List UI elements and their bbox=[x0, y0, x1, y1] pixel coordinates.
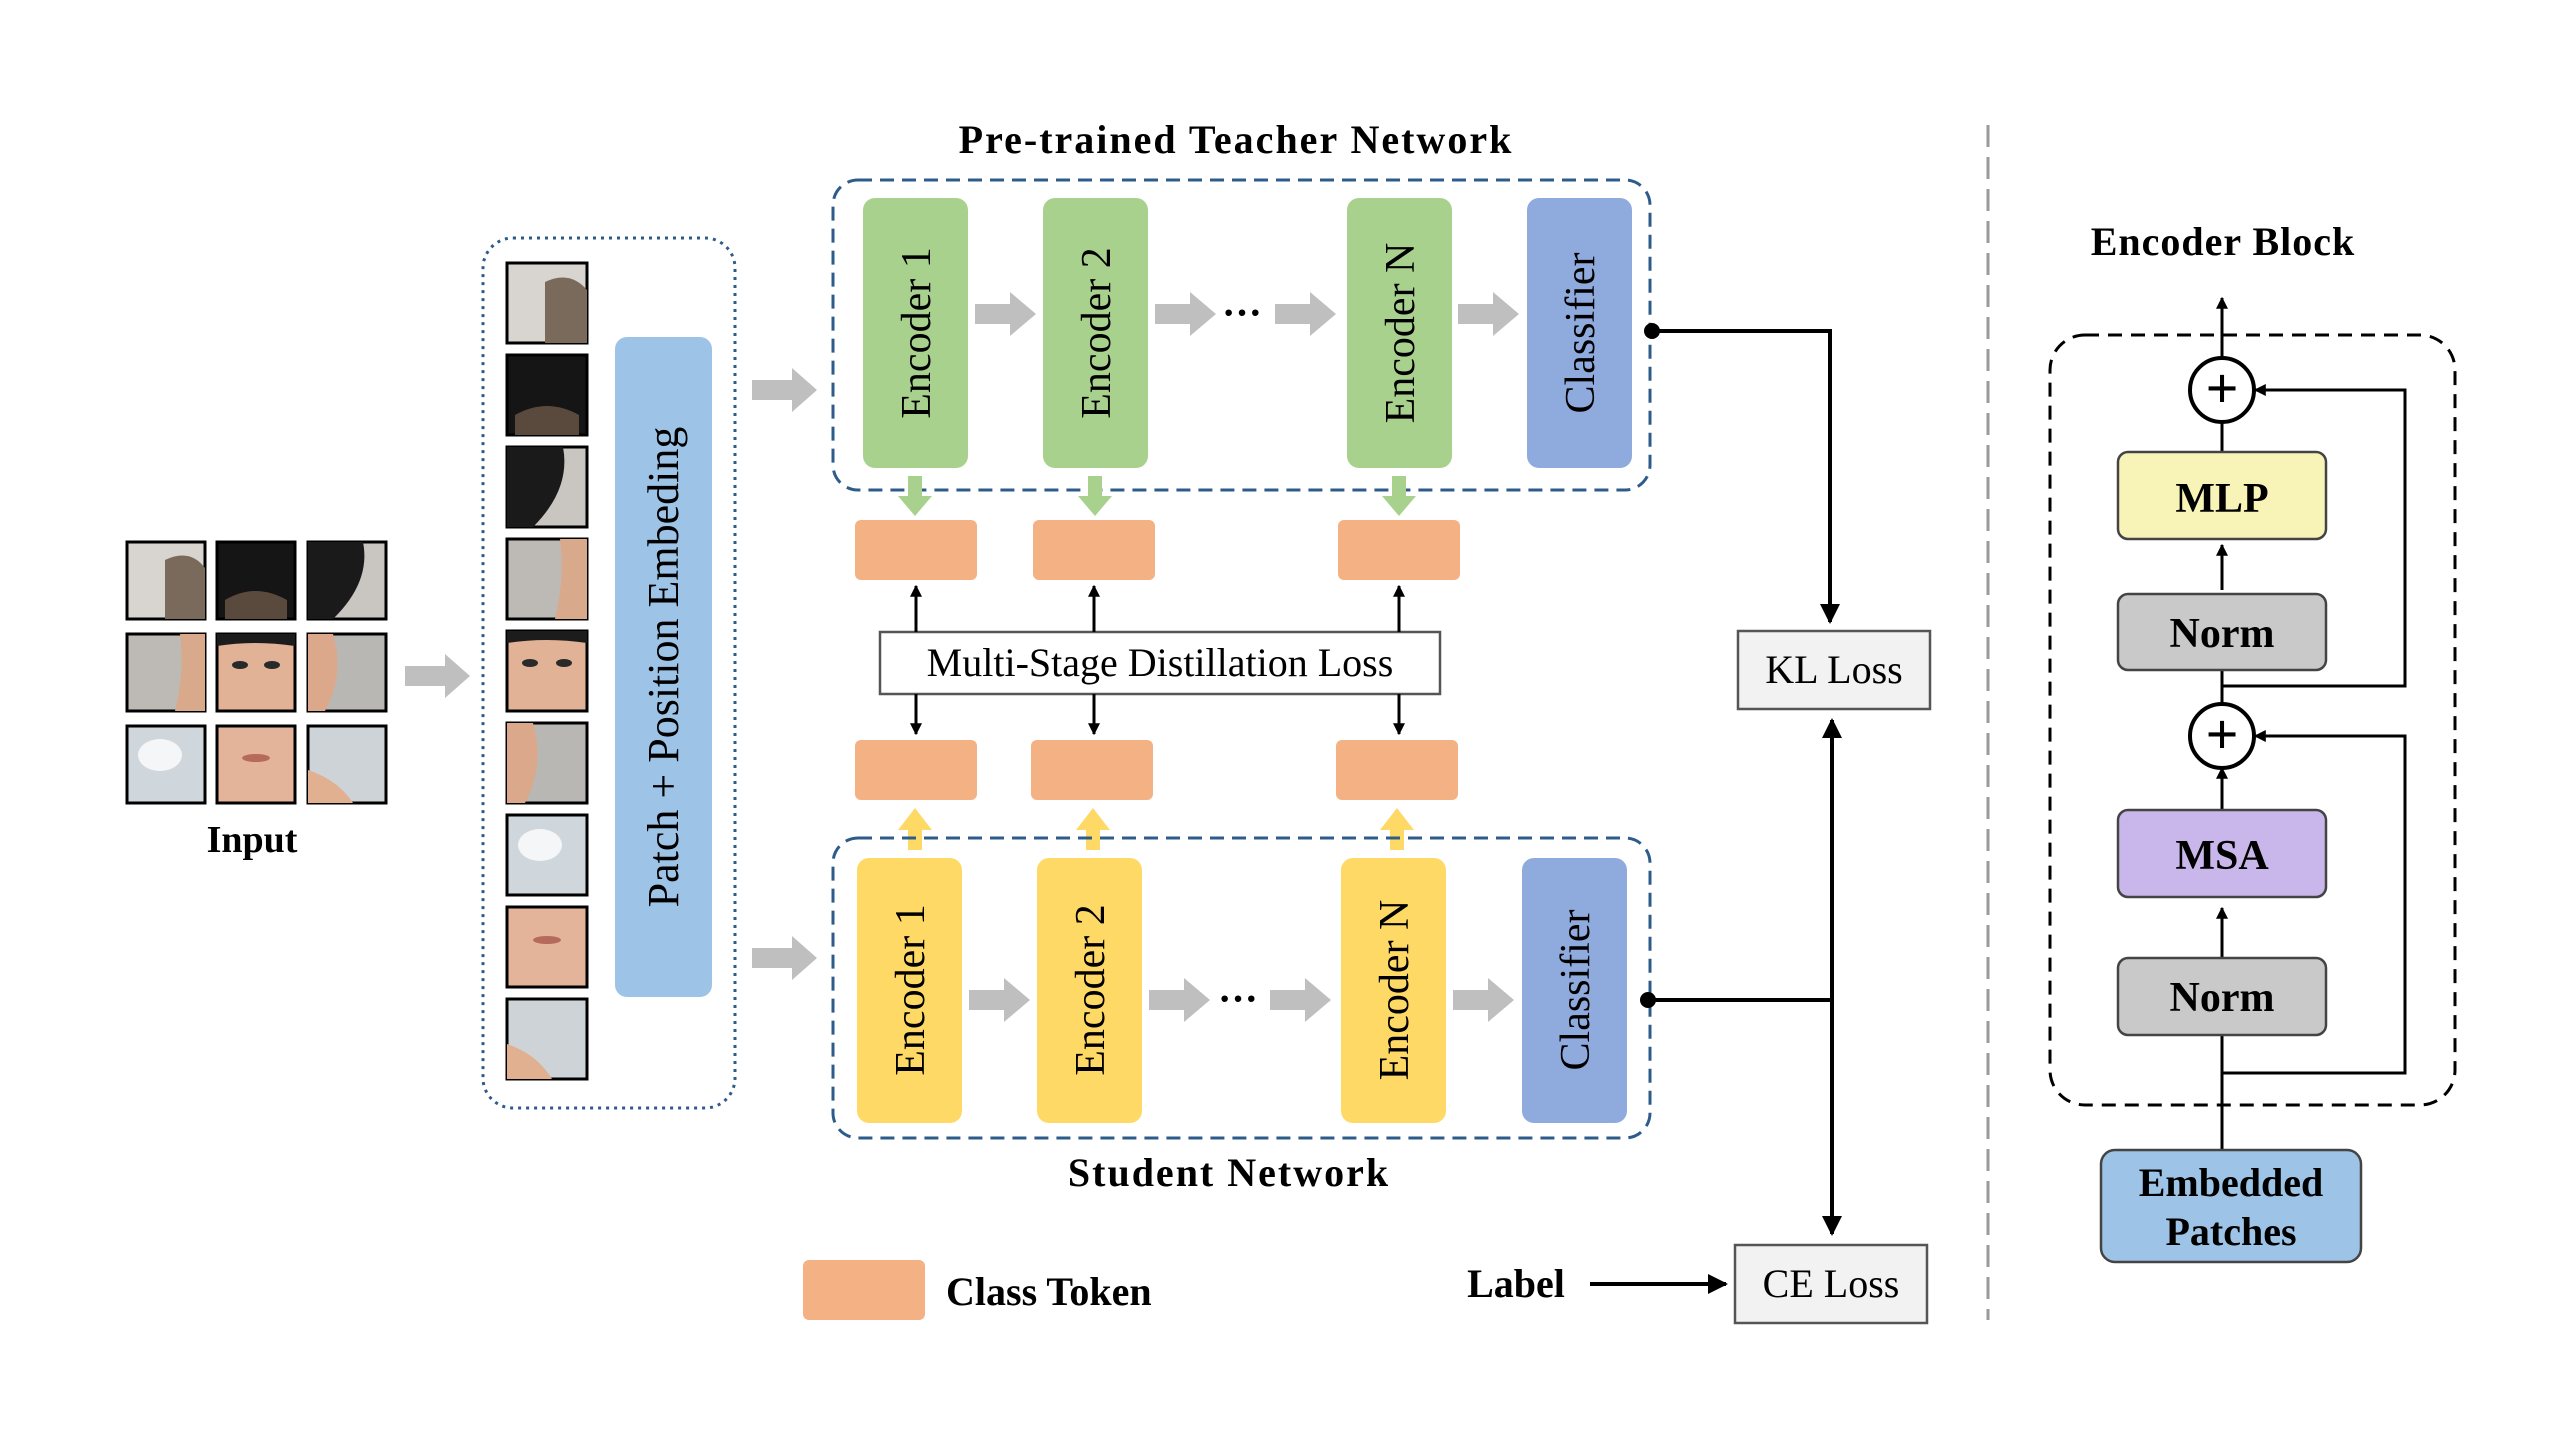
msa-block bbox=[2116, 808, 2328, 899]
teacher-class-token-n bbox=[1338, 520, 1460, 580]
legend-class-token-swatch bbox=[803, 1260, 925, 1320]
msa-label: MSA bbox=[2175, 833, 2269, 879]
flow-arrow bbox=[1076, 808, 1110, 850]
student-class-token-1 bbox=[855, 740, 977, 800]
input-patch bbox=[215, 540, 297, 621]
input-patch bbox=[306, 724, 388, 805]
embedded-patches-line1: Embedded bbox=[2139, 1160, 2324, 1205]
input-patch bbox=[505, 629, 589, 713]
label-text: Label bbox=[1467, 1261, 1565, 1306]
input-patch bbox=[306, 540, 388, 621]
flow-arrow bbox=[1453, 978, 1514, 1022]
input-patch bbox=[125, 632, 207, 713]
ce-loss-box bbox=[1733, 1243, 1929, 1325]
mlp-block bbox=[2116, 450, 2328, 541]
patch-embedding-label: Patch + Position Embeding bbox=[639, 427, 688, 908]
teacher-encoder-2 bbox=[1043, 198, 1148, 468]
flow-arrow bbox=[1270, 978, 1331, 1022]
flow-arrow bbox=[1149, 978, 1210, 1022]
student-encoder-n-label: Encoder N bbox=[1372, 900, 1418, 1081]
flow-arrow bbox=[752, 368, 817, 412]
norm-bottom-label: Norm bbox=[2170, 975, 2275, 1021]
add-icon bbox=[2188, 702, 2256, 770]
flow-arrow bbox=[1380, 808, 1414, 850]
input-patch bbox=[306, 632, 388, 713]
input-patch bbox=[505, 997, 589, 1081]
student-encoder-2-label: Encoder 2 bbox=[1068, 904, 1114, 1075]
teacher-encoder-n bbox=[1347, 198, 1452, 468]
student-classifier-label: Classifier bbox=[1553, 910, 1599, 1071]
add-symbol-top: + bbox=[2205, 356, 2238, 421]
add-symbol-bottom: + bbox=[2205, 702, 2238, 767]
flow-arrow bbox=[975, 292, 1036, 336]
teacher-title: Pre-trained Teacher Network bbox=[959, 117, 1514, 162]
student-encoder-n bbox=[1341, 858, 1446, 1123]
student-title: Student Network bbox=[1068, 1150, 1390, 1195]
input-patch bbox=[125, 724, 207, 805]
teacher-encoder-2-label: Encoder 2 bbox=[1074, 247, 1120, 418]
input-patch bbox=[125, 540, 207, 621]
kl-loss-label: KL Loss bbox=[1765, 647, 1902, 692]
flow-arrow bbox=[898, 476, 932, 516]
flow-arrow bbox=[405, 654, 470, 698]
flow-arrow bbox=[969, 978, 1030, 1022]
distillation-loss-box bbox=[878, 630, 1442, 696]
flow-arrow bbox=[752, 936, 817, 980]
teacher-class-token-2 bbox=[1033, 520, 1155, 580]
embedded-patches-block bbox=[2099, 1148, 2363, 1264]
input-patch bbox=[505, 261, 589, 345]
teacher-class-token-1 bbox=[855, 520, 977, 580]
teacher-encoder-1 bbox=[863, 198, 968, 468]
encoder-block-container bbox=[2048, 333, 2457, 1107]
patch-sequence bbox=[505, 261, 589, 1081]
residual-connection bbox=[2222, 384, 2407, 688]
norm-block-bottom bbox=[2116, 956, 2328, 1037]
kl-loss-box bbox=[1736, 629, 1932, 711]
norm-block-top bbox=[2116, 592, 2328, 672]
input-patch bbox=[505, 537, 589, 621]
input-patch bbox=[505, 445, 589, 529]
flow-arrow bbox=[1458, 292, 1519, 336]
teacher-ellipsis: ··· bbox=[1222, 290, 1262, 335]
teacher-encoder-1-label: Encoder 1 bbox=[894, 247, 940, 418]
input-patch bbox=[505, 721, 589, 805]
distillation-loss-label: Multi-Stage Distillation Loss bbox=[927, 640, 1394, 685]
student-class-token-2 bbox=[1031, 740, 1153, 800]
norm-top-label: Norm bbox=[2170, 611, 2275, 657]
student-classifier bbox=[1522, 858, 1627, 1123]
add-icon bbox=[2188, 356, 2256, 424]
connector-arrow bbox=[1652, 329, 1840, 624]
ce-loss-label: CE Loss bbox=[1763, 1261, 1900, 1306]
input-image-grid: Input bbox=[125, 540, 388, 861]
flow-arrow bbox=[1382, 476, 1416, 516]
input-patch bbox=[505, 905, 589, 989]
student-container bbox=[831, 836, 1652, 1140]
student-encoder-2 bbox=[1037, 858, 1142, 1123]
encoder-block-title: Encoder Block bbox=[2091, 219, 2356, 264]
flow-arrow bbox=[898, 808, 932, 850]
input-label: Input bbox=[207, 819, 298, 861]
legend-class-token-label: Class Token bbox=[946, 1269, 1152, 1314]
input-patch bbox=[215, 632, 297, 713]
teacher-classifier-label: Classifier bbox=[1558, 253, 1604, 414]
input-patch bbox=[505, 813, 589, 897]
patch-container bbox=[481, 236, 737, 1110]
residual-connection bbox=[2222, 730, 2407, 1075]
student-class-token-n bbox=[1336, 740, 1458, 800]
student-ellipsis: ··· bbox=[1218, 976, 1258, 1021]
embedded-patches-line2: Patches bbox=[2165, 1209, 2296, 1254]
teacher-encoder-n-label: Encoder N bbox=[1378, 243, 1424, 424]
input-patch bbox=[215, 724, 297, 805]
flow-arrow bbox=[1155, 292, 1216, 336]
teacher-classifier bbox=[1527, 198, 1632, 468]
student-encoder-1-label: Encoder 1 bbox=[888, 904, 934, 1075]
flow-arrow bbox=[1275, 292, 1336, 336]
flow-arrow bbox=[1078, 476, 1112, 516]
patch-embedding-block bbox=[615, 337, 712, 997]
mlp-label: MLP bbox=[2175, 476, 2268, 522]
input-patch bbox=[505, 353, 589, 437]
student-encoder-1 bbox=[857, 858, 962, 1123]
